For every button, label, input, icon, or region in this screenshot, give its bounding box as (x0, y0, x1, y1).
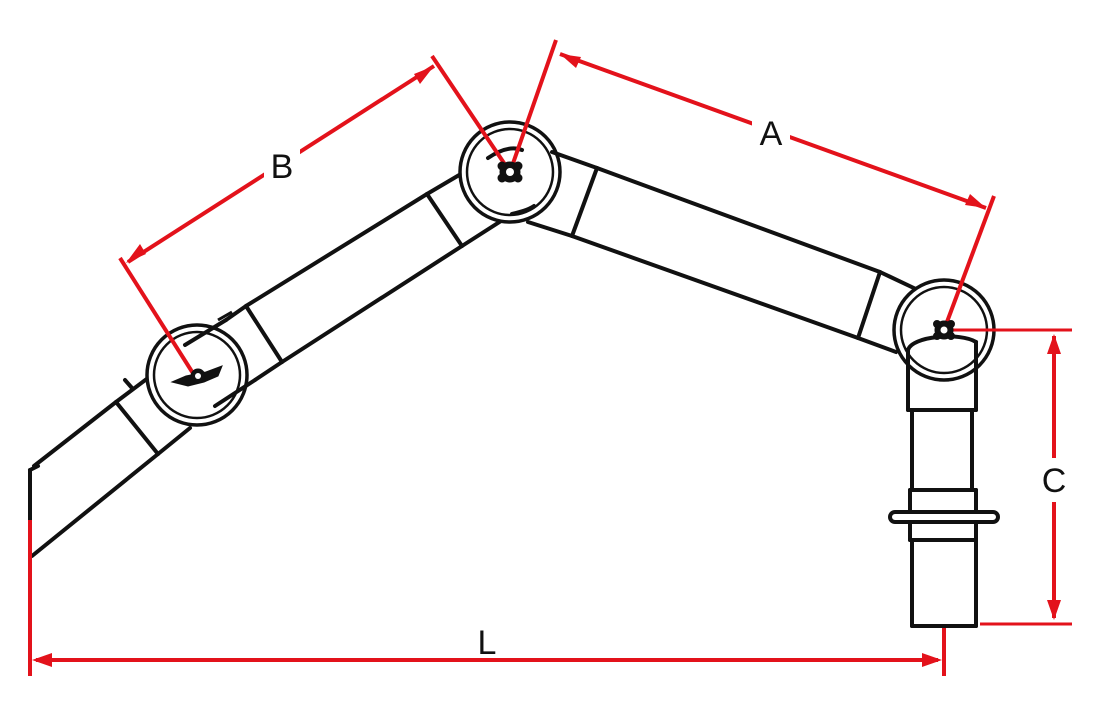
dimension-a: A (508, 39, 996, 331)
dimension-b-label: B (271, 148, 294, 186)
joint-knob-1 (170, 365, 223, 387)
dimension-a-label: A (760, 115, 783, 153)
arm-segment-base (28, 376, 192, 558)
dimension-l-label: L (478, 624, 497, 662)
arm-segment-b (224, 156, 514, 382)
dimension-c-label: C (1042, 462, 1067, 500)
dimension-l: L (28, 520, 946, 676)
drop-pipe (888, 334, 1000, 628)
dimension-b: B (118, 54, 512, 380)
joint-knob-3 (933, 320, 955, 340)
joint-knob-2 (497, 161, 523, 183)
arm-segment-a (526, 150, 920, 354)
dimension-c: C (944, 328, 1074, 626)
